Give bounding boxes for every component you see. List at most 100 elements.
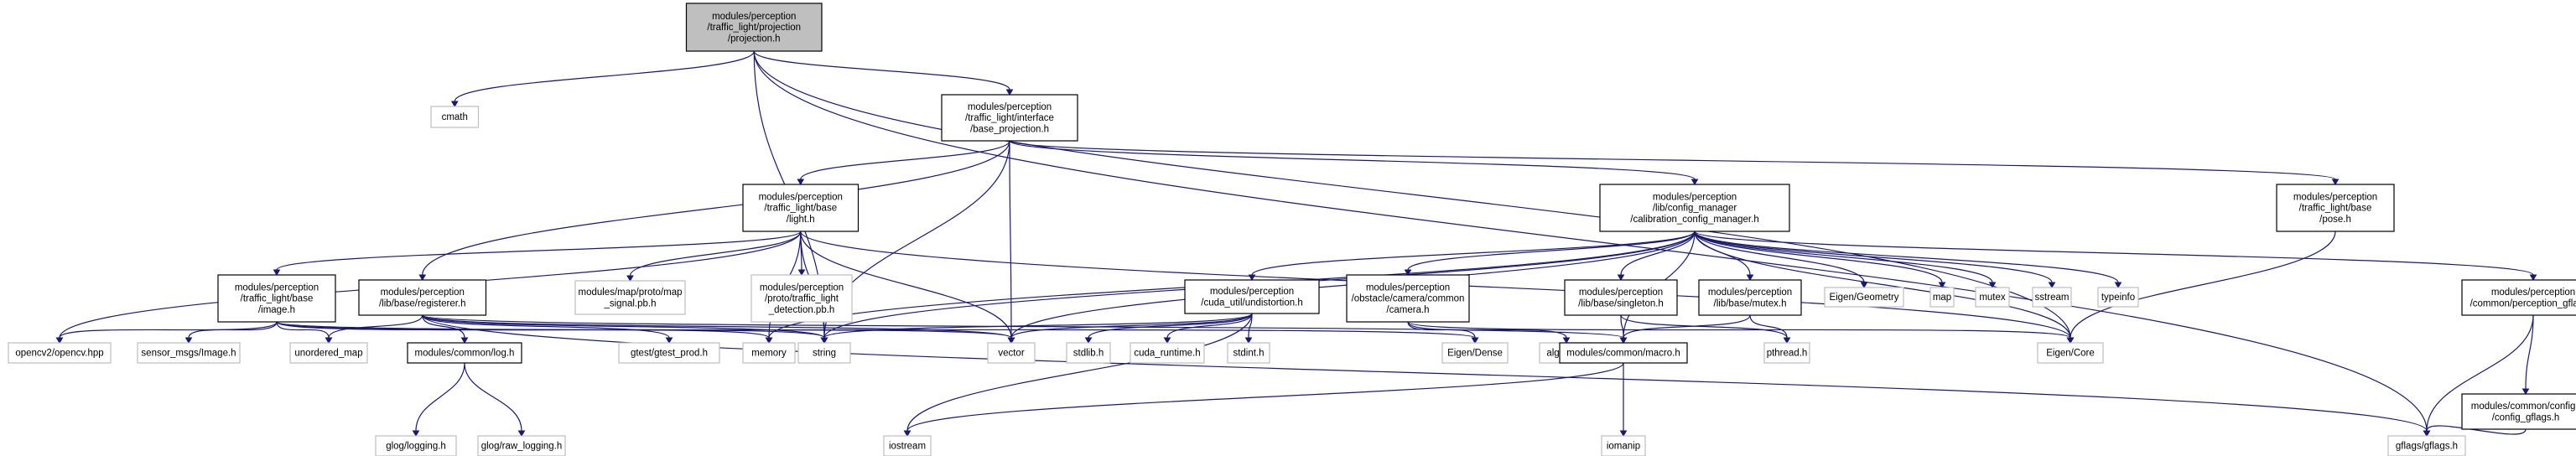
edge-macro-to-iomanip: [1619, 362, 1628, 437]
node-label-line: /lib/base/singleton.h: [1578, 298, 1664, 308]
edge-line: [422, 314, 465, 339]
node-label-line: modules/map/proto/map: [578, 288, 682, 298]
node-box: [742, 342, 796, 364]
node-modules-perception-lib-config-manager-calibration-config-manager-h[interactable]: modules/perception/lib/config_manager/ca…: [1599, 184, 1790, 232]
node-eigen-geometry: Eigen/Geometry: [1824, 287, 1904, 308]
edge-calib-to-singleton: [1617, 231, 1696, 281]
node-label-line: _signal.pb.h: [603, 298, 656, 308]
edge-log_h-to-glog_raw: [464, 362, 526, 437]
edge-calib-to-camera: [1404, 231, 1696, 276]
edge-line: [276, 321, 330, 339]
node-modules-common-log-h[interactable]: modules/common/log.h: [407, 342, 522, 364]
node-modules-common-macro-h[interactable]: modules/common/macro.h: [1559, 342, 1688, 364]
node-box: [1066, 342, 1111, 364]
node-label-line: modules/common/macro.h: [1566, 349, 1680, 359]
node-box: [1601, 435, 1646, 456]
node-label-line: /pose.h: [2319, 215, 2351, 225]
node-label-line: /lib/config_manager: [1653, 204, 1737, 214]
node-box: [430, 106, 480, 128]
edge-line: [1694, 231, 1943, 283]
edge-arrowhead: [2114, 282, 2122, 288]
node-box: [2461, 393, 2576, 430]
node-box: [8, 342, 112, 364]
node-label-line: modules/perception: [235, 282, 319, 293]
node-vector: vector: [987, 342, 1036, 364]
node-modules-perception-traffic-light-base-image-h[interactable]: modules/perception/traffic_light/base/im…: [217, 274, 336, 323]
node-label-line: /traffic_light/projection: [707, 23, 801, 33]
edge-line: [1620, 231, 1696, 276]
node-modules-perception-lib-base-mutex-h[interactable]: modules/perception/lib/base/mutex.h: [1698, 279, 1802, 316]
edge-registerer-to-gtest_prod: [422, 314, 673, 344]
node-layer: modules/perception/traffic_light/project…: [8, 3, 2576, 456]
edge-arrowhead: [1988, 282, 1997, 288]
edge-image-to-opencv: [55, 321, 278, 344]
node-box: [1130, 342, 1205, 364]
edge-line: [753, 50, 2071, 339]
node-label-line: glog/logging.h: [386, 442, 446, 452]
node-opencv2-opencv-hpp: opencv2/opencv.hpp: [8, 342, 112, 364]
edge-arrowhead: [412, 430, 420, 437]
edge-line: [1010, 313, 1253, 339]
node-sensor-msgs-image-h: sensor_msgs/Image.h: [137, 342, 241, 364]
node-modules-perception-lib-base-registerer-h[interactable]: modules/perception/lib/base/registerer.h: [358, 279, 487, 316]
node-modules-perception-cuda-util-undistortion-h[interactable]: modules/perception/cuda_util/undistortio…: [1184, 279, 1320, 314]
edge-line: [422, 314, 1012, 339]
edge-arrowhead: [1248, 274, 1256, 281]
node-label-line: gflags/gflags.h: [2396, 442, 2458, 452]
node-label-line: iomanip: [1607, 442, 1640, 452]
node-string: string: [797, 342, 851, 364]
node-modules-common-configs-config-gflags-h[interactable]: modules/common/configs/config_gflags.h: [2461, 393, 2576, 430]
node-label-line: modules/perception: [760, 282, 844, 293]
node-label-line: /traffic_light/base: [2299, 204, 2372, 214]
edge-line: [454, 50, 755, 102]
node-box: [883, 435, 932, 456]
edge-arrowhead: [1617, 274, 1625, 281]
edge-image-to-sensor_image: [184, 321, 278, 344]
edge-arrowhead: [1471, 337, 1479, 344]
node-label-line: /traffic_light/interface: [965, 113, 1054, 123]
node-label-line: modules/perception: [1579, 288, 1663, 298]
edge-line: [422, 314, 825, 339]
edge-line: [1009, 140, 1696, 180]
node-box: [137, 342, 241, 364]
node-modules-perception-obstacle-camera-common-camera-h[interactable]: modules/perception/obstacle/camera/commo…: [1346, 274, 1470, 323]
node-box: [941, 94, 1078, 142]
edge-line: [629, 231, 802, 277]
node-modules-perception-traffic-light-projection-projection-h[interactable]: modules/perception/traffic_light/project…: [685, 3, 823, 52]
node-label-line: /obstacle/camera/common: [1352, 294, 1465, 304]
node-modules-perception-traffic-light-base-pose-h[interactable]: modules/perception/traffic_light/base/po…: [2276, 184, 2395, 232]
node-label-line: modules/perception: [2491, 288, 2575, 298]
edge-line: [2426, 425, 2527, 435]
edge-light-to-map_signal: [626, 231, 802, 282]
edge-calib-to-perc_gflags: [1694, 231, 2537, 281]
node-modules-perception-lib-base-singleton-h[interactable]: modules/perception/lib/base/singleton.h: [1564, 279, 1678, 316]
edge-log_h-to-glog_logging: [412, 362, 465, 437]
node-modules-perception-traffic-light-base-light-h[interactable]: modules/perception/traffic_light/base/li…: [742, 184, 860, 232]
node-modules-perception-traffic-light-interface-base-projection-h[interactable]: modules/perception/traffic_light/interfa…: [941, 94, 1078, 142]
edge-arrowhead: [820, 337, 828, 344]
node-label-line: stdlib.h: [1073, 349, 1104, 359]
node-modules-perception-common-perception-gflags-h[interactable]: modules/perception/common/perception_gfl…: [2461, 279, 2576, 316]
edge-registerer-to-unordered_map: [325, 314, 423, 344]
node-glog-logging-h: glog/logging.h: [375, 435, 457, 456]
node-label-line: modules/perception: [968, 102, 1052, 112]
edge-calib-to-map: [1694, 231, 1946, 288]
node-eigen-dense: Eigen/Dense: [1441, 342, 1509, 364]
edge-arrowhead: [1005, 89, 1014, 96]
edge-image-to-eigen_dense: [276, 321, 1479, 344]
edge-mutex_h-to-macro: [1619, 314, 1751, 344]
edge-arrowhead: [273, 269, 281, 276]
edge-line: [1623, 314, 1751, 339]
node-box: [217, 274, 336, 323]
node-box: [1227, 342, 1270, 364]
node-box: [2037, 342, 2104, 364]
edge-arrowhead: [184, 337, 193, 344]
node-box: [1564, 279, 1678, 316]
node-label-line: modules/perception: [1653, 192, 1737, 202]
edge-line: [1407, 321, 2071, 339]
node-label-line: /calibration_config_manager.h: [1630, 215, 1758, 225]
edge-arrowhead: [1619, 430, 1628, 437]
edge-line: [422, 314, 1624, 339]
node-iostream: iostream: [883, 435, 932, 456]
node-label-line: string: [813, 349, 836, 359]
